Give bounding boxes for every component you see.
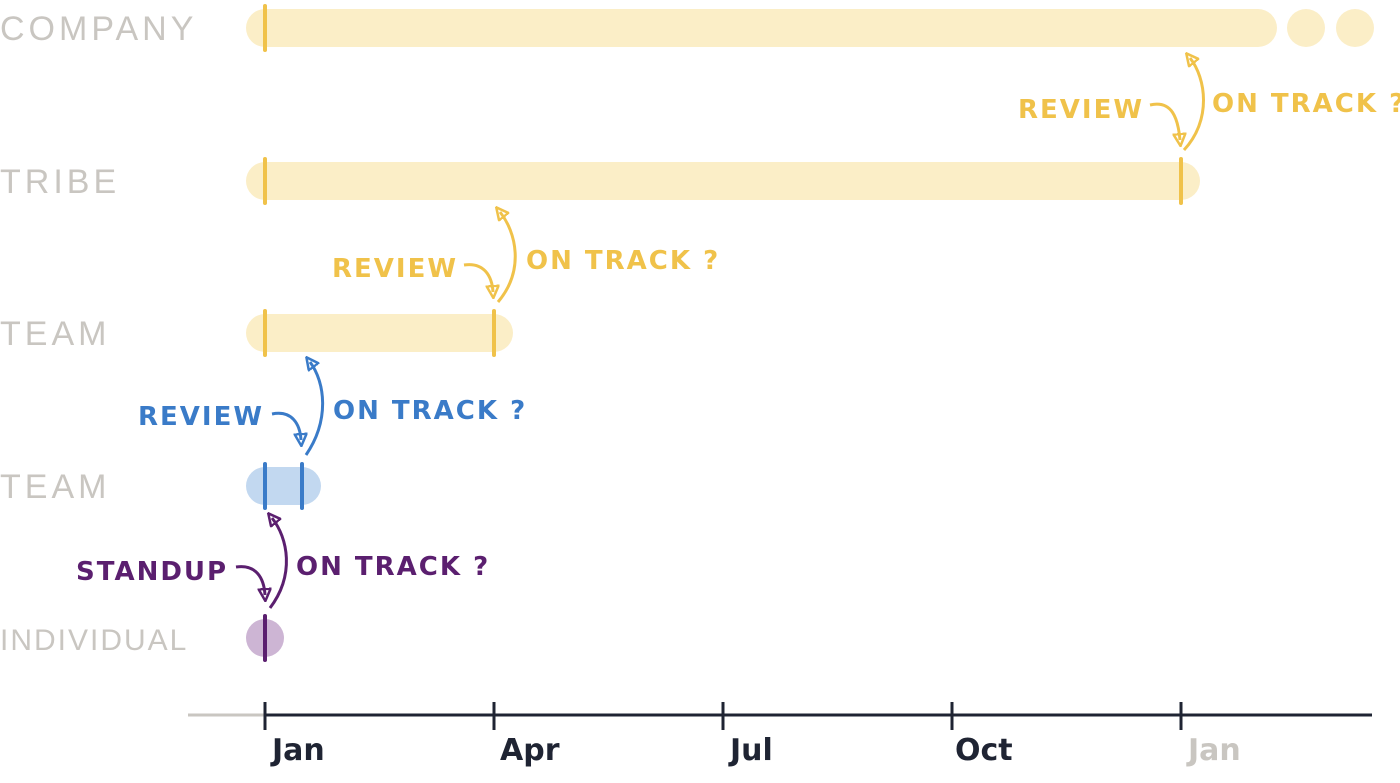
time-axis: Jan Apr Jul Oct Jan bbox=[188, 702, 1372, 768]
review-label: REVIEW bbox=[138, 402, 264, 432]
review-label: REVIEW bbox=[1018, 95, 1144, 125]
company-band bbox=[246, 4, 1374, 52]
arrow-icon bbox=[1149, 102, 1180, 140]
level-label-team-blue: TEAM bbox=[0, 468, 110, 506]
annotation-individual-standup: STANDUP ON TRACK ? bbox=[76, 518, 490, 609]
level-label-company: COMPANY bbox=[0, 10, 197, 48]
team-gold-band bbox=[246, 309, 513, 357]
annotation-team-blue-review: REVIEW ON TRACK ? bbox=[138, 362, 527, 456]
arrow-icon bbox=[498, 212, 517, 303]
individual-band bbox=[246, 614, 284, 662]
tribe-band bbox=[246, 157, 1200, 205]
axis-label-apr: Apr bbox=[500, 733, 560, 768]
level-label-tribe: TRIBE bbox=[0, 163, 120, 201]
arrow-icon bbox=[235, 565, 265, 595]
arrow-icon bbox=[463, 263, 493, 292]
annotation-tribe-review: REVIEW ON TRACK ? bbox=[1018, 58, 1400, 152]
level-label-individual: INDIVIDUAL bbox=[0, 624, 188, 657]
arrow-icon bbox=[271, 411, 301, 440]
axis-label-jul: Jul bbox=[728, 733, 773, 768]
on-track-label: ON TRACK ? bbox=[333, 396, 527, 426]
arrow-icon bbox=[270, 518, 288, 609]
arrow-icon bbox=[1182, 58, 1205, 152]
ellipsis-dot-icon bbox=[1336, 9, 1374, 47]
axis-label-oct: Oct bbox=[955, 733, 1013, 768]
annotation-team-gold-review: REVIEW ON TRACK ? bbox=[332, 212, 720, 303]
axis-label-jan-next: Jan bbox=[1186, 733, 1241, 768]
on-track-label: ON TRACK ? bbox=[526, 246, 720, 276]
axis-label-jan: Jan bbox=[270, 733, 325, 768]
standup-label: STANDUP bbox=[76, 557, 228, 587]
level-label-team-gold: TEAM bbox=[0, 315, 110, 353]
arrow-icon bbox=[306, 362, 325, 456]
review-label: REVIEW bbox=[332, 254, 458, 284]
team-blue-band bbox=[246, 462, 321, 510]
ellipsis-dot-icon bbox=[1287, 9, 1325, 47]
on-track-label: ON TRACK ? bbox=[1212, 89, 1400, 119]
on-track-label: ON TRACK ? bbox=[296, 552, 490, 582]
